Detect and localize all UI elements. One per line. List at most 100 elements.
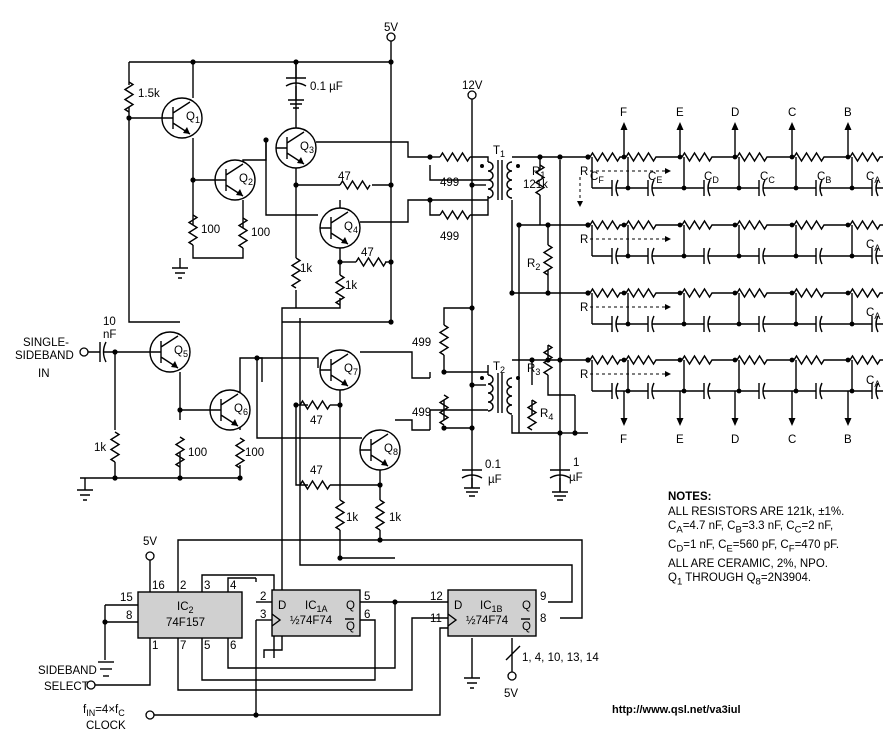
svg-text:Q7: Q7 xyxy=(344,363,358,377)
network-row: R xyxy=(580,287,883,333)
unused-pins-label: 1, 4, 10, 13, 14 xyxy=(522,652,599,664)
output-top-C: C xyxy=(788,107,796,119)
transformer-t2 xyxy=(480,373,520,415)
notes-line-3: CD=1 nF, CE=560 pF, CF=470 pF. xyxy=(668,538,840,555)
svg-text:T2: T2 xyxy=(493,361,505,375)
r1-label: R xyxy=(532,166,540,178)
c1uf-label-1: 1 xyxy=(573,457,579,469)
svg-text:5: 5 xyxy=(204,640,210,652)
supply-terminals: 5V 12V 5V 5V 1, 4, 10, 13, 14 xyxy=(79,22,599,720)
cap-label-a: CA xyxy=(866,239,880,253)
network-row: R xyxy=(577,151,883,207)
c1uf-label-2: µF xyxy=(569,472,583,484)
output-bottom-E: E xyxy=(676,434,684,446)
v12-label: 12V xyxy=(462,80,483,92)
svg-text:D: D xyxy=(278,600,286,612)
notes-line-2: CA=4.7 nF, CB=3.3 nF, CC=2 nF, xyxy=(668,520,834,536)
svg-text:16: 16 xyxy=(152,580,165,592)
capacitor-1uf xyxy=(549,469,571,501)
resistor-r1k-1 xyxy=(290,257,302,289)
r47-label-2: 47 xyxy=(361,247,374,259)
svg-text:Q5: Q5 xyxy=(174,345,188,359)
r3-label: R xyxy=(527,363,535,375)
cap-label: CB xyxy=(817,171,831,185)
network-row: R xyxy=(580,219,883,265)
r100-label-3: 100 xyxy=(188,447,207,459)
cap-label: CA xyxy=(866,171,880,185)
svg-text:12: 12 xyxy=(430,591,443,603)
cap-label: CE xyxy=(648,171,662,185)
cap-label: CC xyxy=(760,171,775,185)
resistor-r1k-3 xyxy=(109,431,121,463)
svg-text:Q2: Q2 xyxy=(239,173,253,187)
svg-text:11: 11 xyxy=(430,613,442,625)
transistor-q3: Q3 xyxy=(275,127,317,169)
output-bottom-B: B xyxy=(844,434,852,446)
svg-text:Q: Q xyxy=(522,600,531,612)
output-bottom-F: F xyxy=(620,434,627,446)
svg-text:T1: T1 xyxy=(493,145,505,159)
r100-label-1: 100 xyxy=(201,224,220,236)
t2-label: T xyxy=(493,361,500,373)
ic1a-part: ½74F74 xyxy=(290,615,333,627)
svg-text:7: 7 xyxy=(180,640,186,652)
r100-label-2: 100 xyxy=(251,227,270,239)
resistor-r1 xyxy=(534,164,546,196)
capacitors xyxy=(88,77,571,501)
resistor-r2 xyxy=(542,244,554,276)
transformer-t1 xyxy=(480,160,520,200)
ic1a-74f74: D IC1A ½74F74 Q Q 2 3 5 6 xyxy=(260,589,370,637)
svg-text:Q: Q xyxy=(522,621,531,633)
svg-text:6: 6 xyxy=(364,609,370,621)
resistor-r499-1 xyxy=(439,151,471,163)
network-r-label: R xyxy=(580,302,588,314)
resistor-r100-1 xyxy=(187,214,199,246)
sideband-select-label-2: SELECT xyxy=(44,681,89,693)
resistors xyxy=(109,81,554,531)
cap-label: CF xyxy=(590,171,604,185)
r4-label: R xyxy=(540,408,548,420)
resistor-r1k5 xyxy=(123,81,135,113)
notes-heading: NOTES: xyxy=(668,491,712,503)
clock-fin: f xyxy=(83,704,87,716)
svg-text:9: 9 xyxy=(540,591,546,603)
source-url[interactable]: http://www.qsl.net/va3iul xyxy=(612,704,741,716)
capacitor-0p1uf-top xyxy=(285,77,307,109)
svg-text:8: 8 xyxy=(126,610,132,622)
sideband-select-label-1: SIDEBAND xyxy=(38,665,97,677)
resistor-r4 xyxy=(526,399,538,431)
r499-label-1: 499 xyxy=(440,177,459,189)
output-top-E: E xyxy=(676,107,684,119)
resistor-r47-4 xyxy=(299,479,331,491)
vcc-label: 5V xyxy=(384,22,398,34)
r47-label-4: 47 xyxy=(310,465,323,477)
svg-text:R4: R4 xyxy=(540,408,553,422)
svg-text:Q8: Q8 xyxy=(384,443,398,457)
svg-text:Q: Q xyxy=(346,621,355,633)
network-r-label: R xyxy=(580,166,588,178)
svg-text:Q1: Q1 xyxy=(186,111,200,125)
r499-label-4: 499 xyxy=(412,407,431,419)
input-label-1: SINGLE- xyxy=(23,337,69,349)
r1k-label-3: 1k xyxy=(94,442,106,454)
output-top-D: D xyxy=(731,107,739,119)
grounds xyxy=(77,267,480,689)
svg-text:2: 2 xyxy=(260,591,266,603)
clock-label: CLOCK xyxy=(86,720,126,732)
r47-label-3: 47 xyxy=(310,415,323,427)
svg-text:IC2: IC2 xyxy=(177,601,194,615)
svg-text:Q3: Q3 xyxy=(300,141,314,155)
transistor-q7: Q7 xyxy=(319,349,361,391)
transistor-q2: Q2 xyxy=(214,159,256,201)
r2-label: R xyxy=(527,258,535,270)
svg-text:fIN=4×fC: fIN=4×fC xyxy=(83,704,125,718)
network-row: R xyxy=(580,354,883,400)
c10nf-label-1: 10 xyxy=(103,316,116,328)
resistor-r499-2 xyxy=(439,209,471,221)
r1k-label-2: 1k xyxy=(345,280,357,292)
ic2-part: 74F157 xyxy=(166,617,205,629)
resistor-r100-3 xyxy=(174,436,186,468)
input-label-2: SIDEBAND xyxy=(15,350,74,362)
